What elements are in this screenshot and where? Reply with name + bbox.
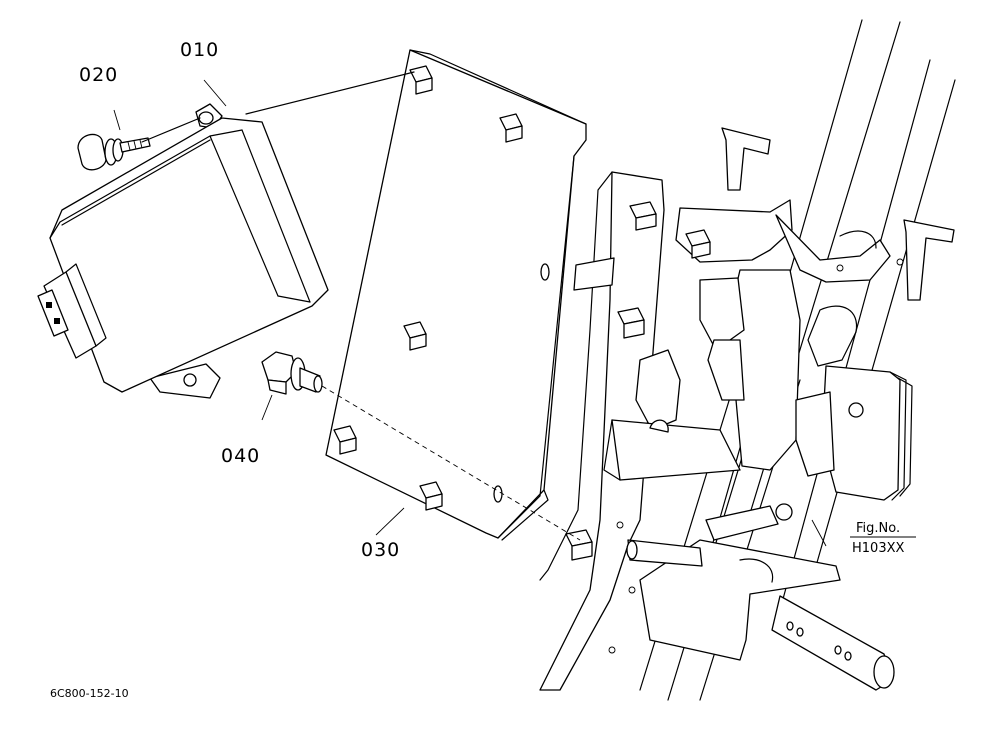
label-030: 030 — [361, 539, 400, 561]
bracket-nut-bottom-left — [333, 425, 357, 455]
label-020: 020 — [79, 64, 118, 86]
bracket-nut-middle — [403, 321, 427, 351]
label-040: 040 — [221, 445, 260, 467]
bolt-020 — [77, 133, 151, 171]
assembly-lines — [113, 71, 827, 547]
frame-nut-bottom — [565, 529, 593, 561]
drawing-code: 6C800-152-10 — [50, 687, 129, 700]
controller-connector — [37, 263, 107, 359]
bracket-nut-top — [409, 65, 433, 95]
label-010: 010 — [180, 39, 219, 61]
bracket-nut-bottom — [419, 481, 443, 511]
frame-nut-top-left — [629, 201, 657, 231]
frame-nut-top-mid — [685, 229, 711, 259]
shaft-holes — [786, 621, 852, 661]
frame-assembly — [539, 19, 956, 701]
frame-nut-mid — [617, 307, 645, 339]
bracket-nut-upper-right — [499, 113, 523, 143]
flange-nut-040 — [261, 351, 323, 395]
controller-unit-010 — [37, 103, 329, 399]
mounting-bracket-030 — [325, 49, 587, 541]
figure-caption-line1: Fig.No. — [856, 521, 900, 536]
figure-caption-line2: H103XX — [852, 541, 904, 556]
